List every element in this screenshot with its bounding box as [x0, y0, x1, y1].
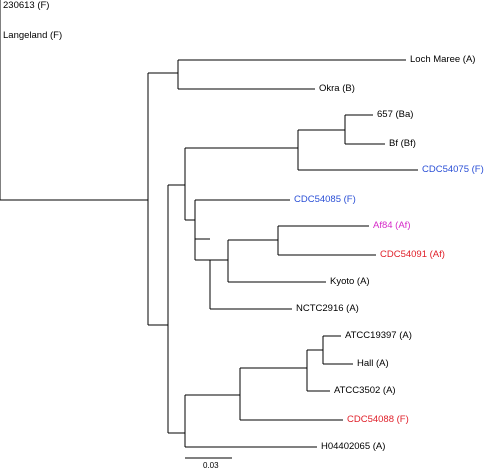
tip-label-h04402065: H04402065 (A)	[321, 441, 386, 452]
tip-label-nctc2916: NCTC2916 (A)	[296, 303, 359, 314]
tip-label-okra: Okra (B)	[319, 83, 355, 94]
tip-label-hall: Hall (A)	[357, 358, 389, 369]
tip-label-lochmaree: Loch Maree (A)	[410, 54, 476, 65]
tip-label-cdc54088: CDC54088 (F)	[347, 414, 409, 425]
tip-label-bf: Bf (Bf)	[389, 138, 416, 149]
tip-label-t230613: 230613 (F)	[3, 0, 50, 11]
scale-bar-label: 0.03	[203, 461, 219, 470]
tip-label-langeland: Langeland (F)	[3, 30, 63, 41]
tip-label-af84: Af84 (Af)	[373, 220, 411, 231]
tip-label-cdc54075: CDC54075 (F)	[422, 164, 484, 175]
tip-label-atcc3502: ATCC3502 (A)	[334, 385, 396, 396]
tip-label-atcc19397: ATCC19397 (A)	[345, 330, 412, 341]
tip-label-t657: 657 (Ba)	[377, 109, 414, 120]
tip-label-cdc54091: CDC54091 (Af)	[380, 249, 445, 260]
phylogenetic-tree	[0, 0, 418, 459]
tip-label-kyoto: Kyoto (A)	[330, 276, 370, 287]
tip-label-cdc54085: CDC54085 (F)	[294, 194, 356, 205]
